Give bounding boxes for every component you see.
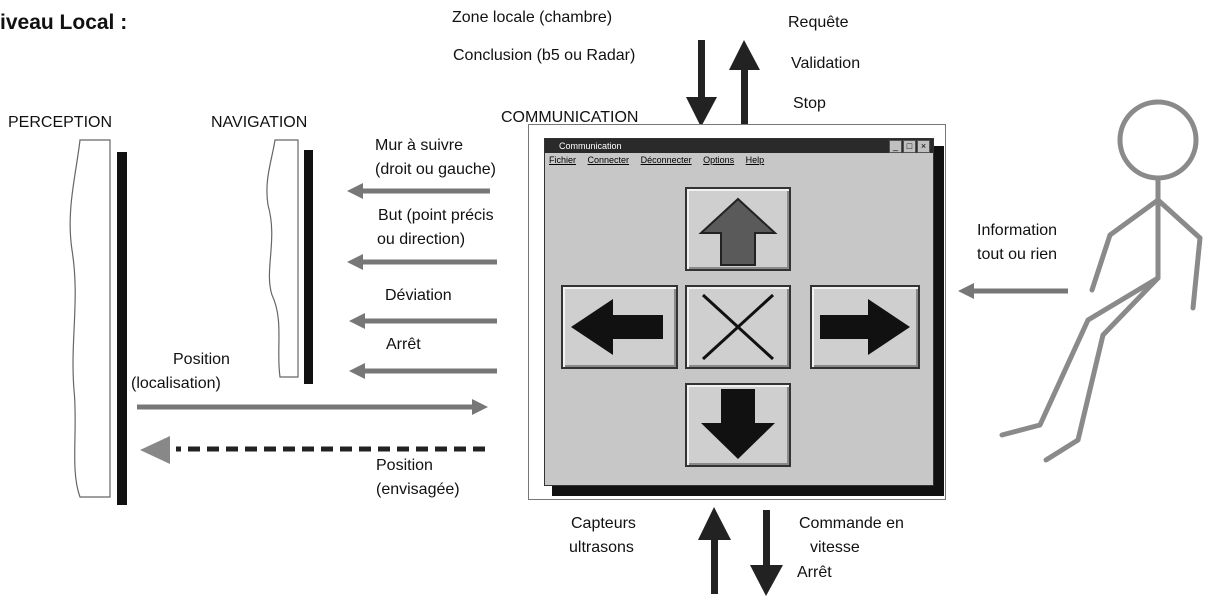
- navigation-panel: [266, 139, 313, 384]
- position-envisagee-line1: Position: [376, 457, 433, 474]
- stop-button[interactable]: [685, 285, 791, 369]
- stop-label: Stop: [793, 95, 826, 112]
- menu-deconnecter[interactable]: Déconnecter: [640, 155, 692, 165]
- arrow-bottom-up: [698, 507, 731, 594]
- position-localisation-line1: Position: [173, 351, 230, 368]
- down-button[interactable]: [685, 383, 791, 467]
- arrow-top-up: [729, 40, 760, 126]
- arrow-bottom-down: [750, 510, 783, 596]
- commande-label-line2: vitesse: [810, 539, 860, 556]
- up-arrow-icon: [698, 197, 778, 266]
- arrow-top-down: [686, 40, 717, 127]
- window-menubar: Fichier Connecter Déconnecter Options He…: [545, 153, 933, 167]
- but-label-line2: ou direction): [377, 231, 466, 248]
- diagram-title: iveau Local :: [0, 11, 128, 34]
- menu-fichier[interactable]: Fichier: [549, 155, 577, 165]
- right-button[interactable]: [810, 285, 920, 369]
- zone-locale-label: Zone locale (chambre): [452, 9, 613, 26]
- up-button[interactable]: [685, 187, 791, 271]
- validation-label: Validation: [791, 55, 861, 72]
- requete-label: Requête: [788, 14, 849, 31]
- arret-bottom-label: Arrêt: [797, 564, 832, 581]
- position-envisagee-line2: (envisagée): [376, 481, 460, 498]
- mur-label-line2: (droit ou gauche): [375, 161, 496, 178]
- conclusion-label: Conclusion (b5 ou Radar): [453, 47, 636, 64]
- menu-options[interactable]: Options: [703, 155, 735, 165]
- close-button[interactable]: ×: [917, 140, 930, 153]
- mur-label-line1: Mur à suivre: [375, 137, 464, 154]
- window-titlebar: Communication _ □ ×: [545, 139, 933, 153]
- communication-window: Communication _ □ × Fichier Connecter Dé…: [544, 138, 934, 486]
- left-button[interactable]: [561, 285, 678, 369]
- capteurs-label-line2: ultrasons: [569, 539, 634, 556]
- stick-figure: [999, 99, 1203, 463]
- menu-help[interactable]: Help: [745, 155, 765, 165]
- but-label-line1: But (point précis: [378, 207, 494, 224]
- information-label-line1: Information: [977, 222, 1058, 239]
- left-arrow-icon: [571, 299, 663, 355]
- perception-panel: [69, 139, 127, 505]
- capteurs-label-line1: Capteurs: [571, 515, 636, 532]
- position-localisation-line2: (localisation): [131, 375, 221, 392]
- commande-label-line1: Commande en: [799, 515, 904, 532]
- information-label-line2: tout ou rien: [977, 246, 1058, 263]
- arret-label: Arrêt: [386, 336, 421, 353]
- menu-connecter[interactable]: Connecter: [587, 155, 630, 165]
- window-title: Communication: [559, 141, 622, 151]
- navigation-label: NAVIGATION: [211, 114, 308, 131]
- maximize-button[interactable]: □: [903, 140, 916, 153]
- perception-label: PERCEPTION: [8, 114, 113, 131]
- communication-label: COMMUNICATION: [501, 109, 639, 126]
- stop-cross-icon: [701, 293, 775, 361]
- deviation-label: Déviation: [385, 287, 452, 304]
- down-arrow-icon: [701, 389, 775, 459]
- minimize-button[interactable]: _: [889, 140, 902, 153]
- right-arrow-icon: [820, 299, 910, 355]
